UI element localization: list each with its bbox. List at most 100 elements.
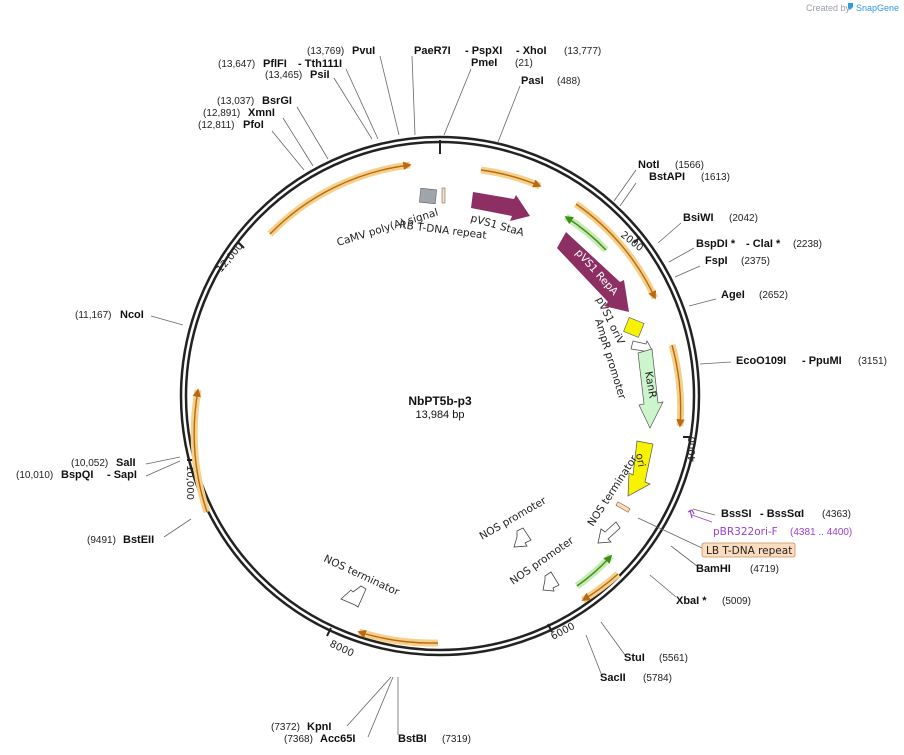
site-name[interactable]: - BssSαI bbox=[760, 508, 804, 520]
site-name[interactable]: FspI bbox=[705, 255, 728, 267]
site-name[interactable]: BsrGI bbox=[262, 95, 292, 107]
site-name[interactable]: NotI bbox=[638, 159, 659, 171]
site-name[interactable]: EcoO109I bbox=[736, 355, 786, 367]
backbone-outer bbox=[179, 135, 701, 657]
site-name[interactable]: - Tth111I bbox=[298, 58, 342, 70]
site-name[interactable]: KpnI bbox=[307, 721, 331, 733]
orf-arc bbox=[269, 161, 412, 235]
primer-name[interactable]: pBR322ori-F bbox=[713, 526, 778, 538]
camv-polya-signal-box[interactable] bbox=[419, 187, 437, 205]
pvs1-oriv-box[interactable] bbox=[623, 317, 645, 338]
orf-arc bbox=[671, 344, 685, 428]
ori-arrow[interactable] bbox=[627, 440, 654, 497]
snapgene-brand: SnapGene bbox=[856, 3, 899, 13]
label-lb-tdna: LB T-DNA repeat bbox=[706, 545, 792, 557]
pvs1-repa-arrow[interactable] bbox=[557, 232, 629, 312]
site-position: (4363) bbox=[822, 509, 851, 520]
site-name[interactable]: BamHI bbox=[696, 563, 731, 575]
primer-range: (4381 .. 4400) bbox=[790, 527, 852, 538]
orf-arc bbox=[576, 554, 613, 587]
site-position: (1566) bbox=[675, 160, 704, 171]
site-position: (3151) bbox=[858, 356, 887, 367]
site-position: (2375) bbox=[741, 256, 770, 267]
site-position: (1613) bbox=[701, 172, 730, 183]
site-name[interactable]: PvuI bbox=[352, 45, 375, 57]
nos-terminator-arrow-left[interactable] bbox=[340, 585, 367, 608]
site-name[interactable]: BstBI bbox=[398, 733, 427, 745]
site-name[interactable]: XmnI bbox=[248, 107, 275, 119]
site-position: (7368) bbox=[284, 734, 313, 745]
site-position: (11,167) bbox=[75, 310, 112, 321]
site-position: (13,777) bbox=[564, 46, 601, 57]
orf-arc bbox=[357, 629, 439, 644]
site-position: (4719) bbox=[750, 564, 779, 575]
site-position: (12,811) bbox=[198, 120, 235, 131]
site-name[interactable]: AgeI bbox=[721, 289, 745, 301]
orf-arcs bbox=[190, 161, 685, 647]
enzyme-labels: PaeR7I - PspXI - XhoI (13,777) PmeI (21)… bbox=[16, 45, 887, 745]
site-name[interactable]: - SapI bbox=[107, 469, 137, 481]
site-position: (10,052) bbox=[71, 458, 108, 469]
site-name[interactable]: XbaI * bbox=[676, 595, 707, 607]
tick-label-4000: 4000 bbox=[687, 437, 698, 462]
site-name[interactable]: BssSI bbox=[721, 508, 752, 520]
site-name[interactable]: BspQI bbox=[61, 469, 93, 481]
site-position: (5784) bbox=[643, 673, 672, 684]
site-position: (13,769) bbox=[307, 46, 344, 57]
site-position: (10,010) bbox=[16, 470, 53, 481]
site-name[interactable]: Acc65I bbox=[320, 733, 355, 745]
lb-tdna-repeat-box[interactable] bbox=[615, 501, 631, 513]
plasmid-name: NbPT5b-p3 bbox=[408, 394, 472, 408]
site-name[interactable]: BstAPI bbox=[649, 171, 685, 183]
site-name[interactable]: - PpuMI bbox=[802, 355, 842, 367]
site-position: (12,891) bbox=[203, 108, 240, 119]
rb-tdna-repeat-box[interactable] bbox=[441, 187, 446, 204]
tick-label-10000: 10,000 bbox=[184, 465, 195, 500]
site-position: (13,465) bbox=[265, 70, 302, 81]
site-position: (488) bbox=[557, 76, 580, 87]
site-name[interactable]: BstEII bbox=[123, 534, 154, 546]
site-name[interactable]: - PspXI bbox=[465, 45, 502, 57]
site-name[interactable]: PflFI bbox=[263, 58, 287, 70]
site-name[interactable]: - ClaI * bbox=[746, 238, 781, 250]
site-position: (2652) bbox=[759, 290, 788, 301]
nos-promoter-arrow-2[interactable] bbox=[542, 571, 560, 592]
site-name[interactable]: StuI bbox=[624, 652, 645, 664]
label-nos-promoter-1: NOS promoter bbox=[478, 494, 549, 542]
site-position: (2042) bbox=[729, 213, 758, 224]
orf-arc bbox=[581, 573, 619, 601]
snapgene-logo-icon bbox=[848, 3, 853, 10]
plasmid-length: 13,984 bp bbox=[416, 409, 465, 421]
site-name[interactable]: - XhoI bbox=[516, 45, 547, 57]
site-name[interactable]: SalI bbox=[116, 457, 136, 469]
tick-label-8000: 8000 bbox=[328, 639, 356, 660]
site-position: (13,647) bbox=[218, 59, 255, 70]
site-name[interactable]: BsiWI bbox=[683, 212, 714, 224]
site-name[interactable]: SacII bbox=[600, 672, 626, 684]
nos-terminator-arrow[interactable] bbox=[597, 521, 621, 544]
site-name[interactable]: NcoI bbox=[120, 309, 144, 321]
label-ori: ori bbox=[633, 452, 647, 468]
site-name[interactable]: PmeI bbox=[471, 57, 497, 69]
orf-arc bbox=[192, 388, 208, 513]
label-kanr: KanR bbox=[642, 370, 659, 399]
site-name[interactable]: BspDI * bbox=[696, 238, 736, 250]
site-name[interactable]: PsiI bbox=[310, 69, 330, 81]
orf-arc bbox=[564, 216, 607, 251]
nos-promoter-arrow-1[interactable] bbox=[513, 527, 532, 548]
site-name[interactable]: PaeR7I bbox=[414, 45, 451, 57]
kanr-arrow[interactable] bbox=[637, 348, 664, 429]
pvs1-staa-arrow[interactable] bbox=[471, 192, 530, 221]
site-position: (2238) bbox=[793, 239, 822, 250]
site-position: (9491) bbox=[87, 535, 116, 546]
site-position: (7319) bbox=[442, 734, 471, 745]
orf-arc bbox=[575, 203, 656, 300]
site-name[interactable]: PfoI bbox=[243, 119, 264, 131]
lb-tdna-label-box[interactable] bbox=[701, 542, 796, 558]
primer-arrow-icon[interactable] bbox=[687, 509, 695, 519]
site-position: (21) bbox=[515, 58, 533, 69]
site-name[interactable]: PasI bbox=[521, 75, 544, 87]
site-leaders bbox=[145, 55, 732, 738]
label-pvs1-repa: pVS1 RepA bbox=[573, 247, 621, 298]
